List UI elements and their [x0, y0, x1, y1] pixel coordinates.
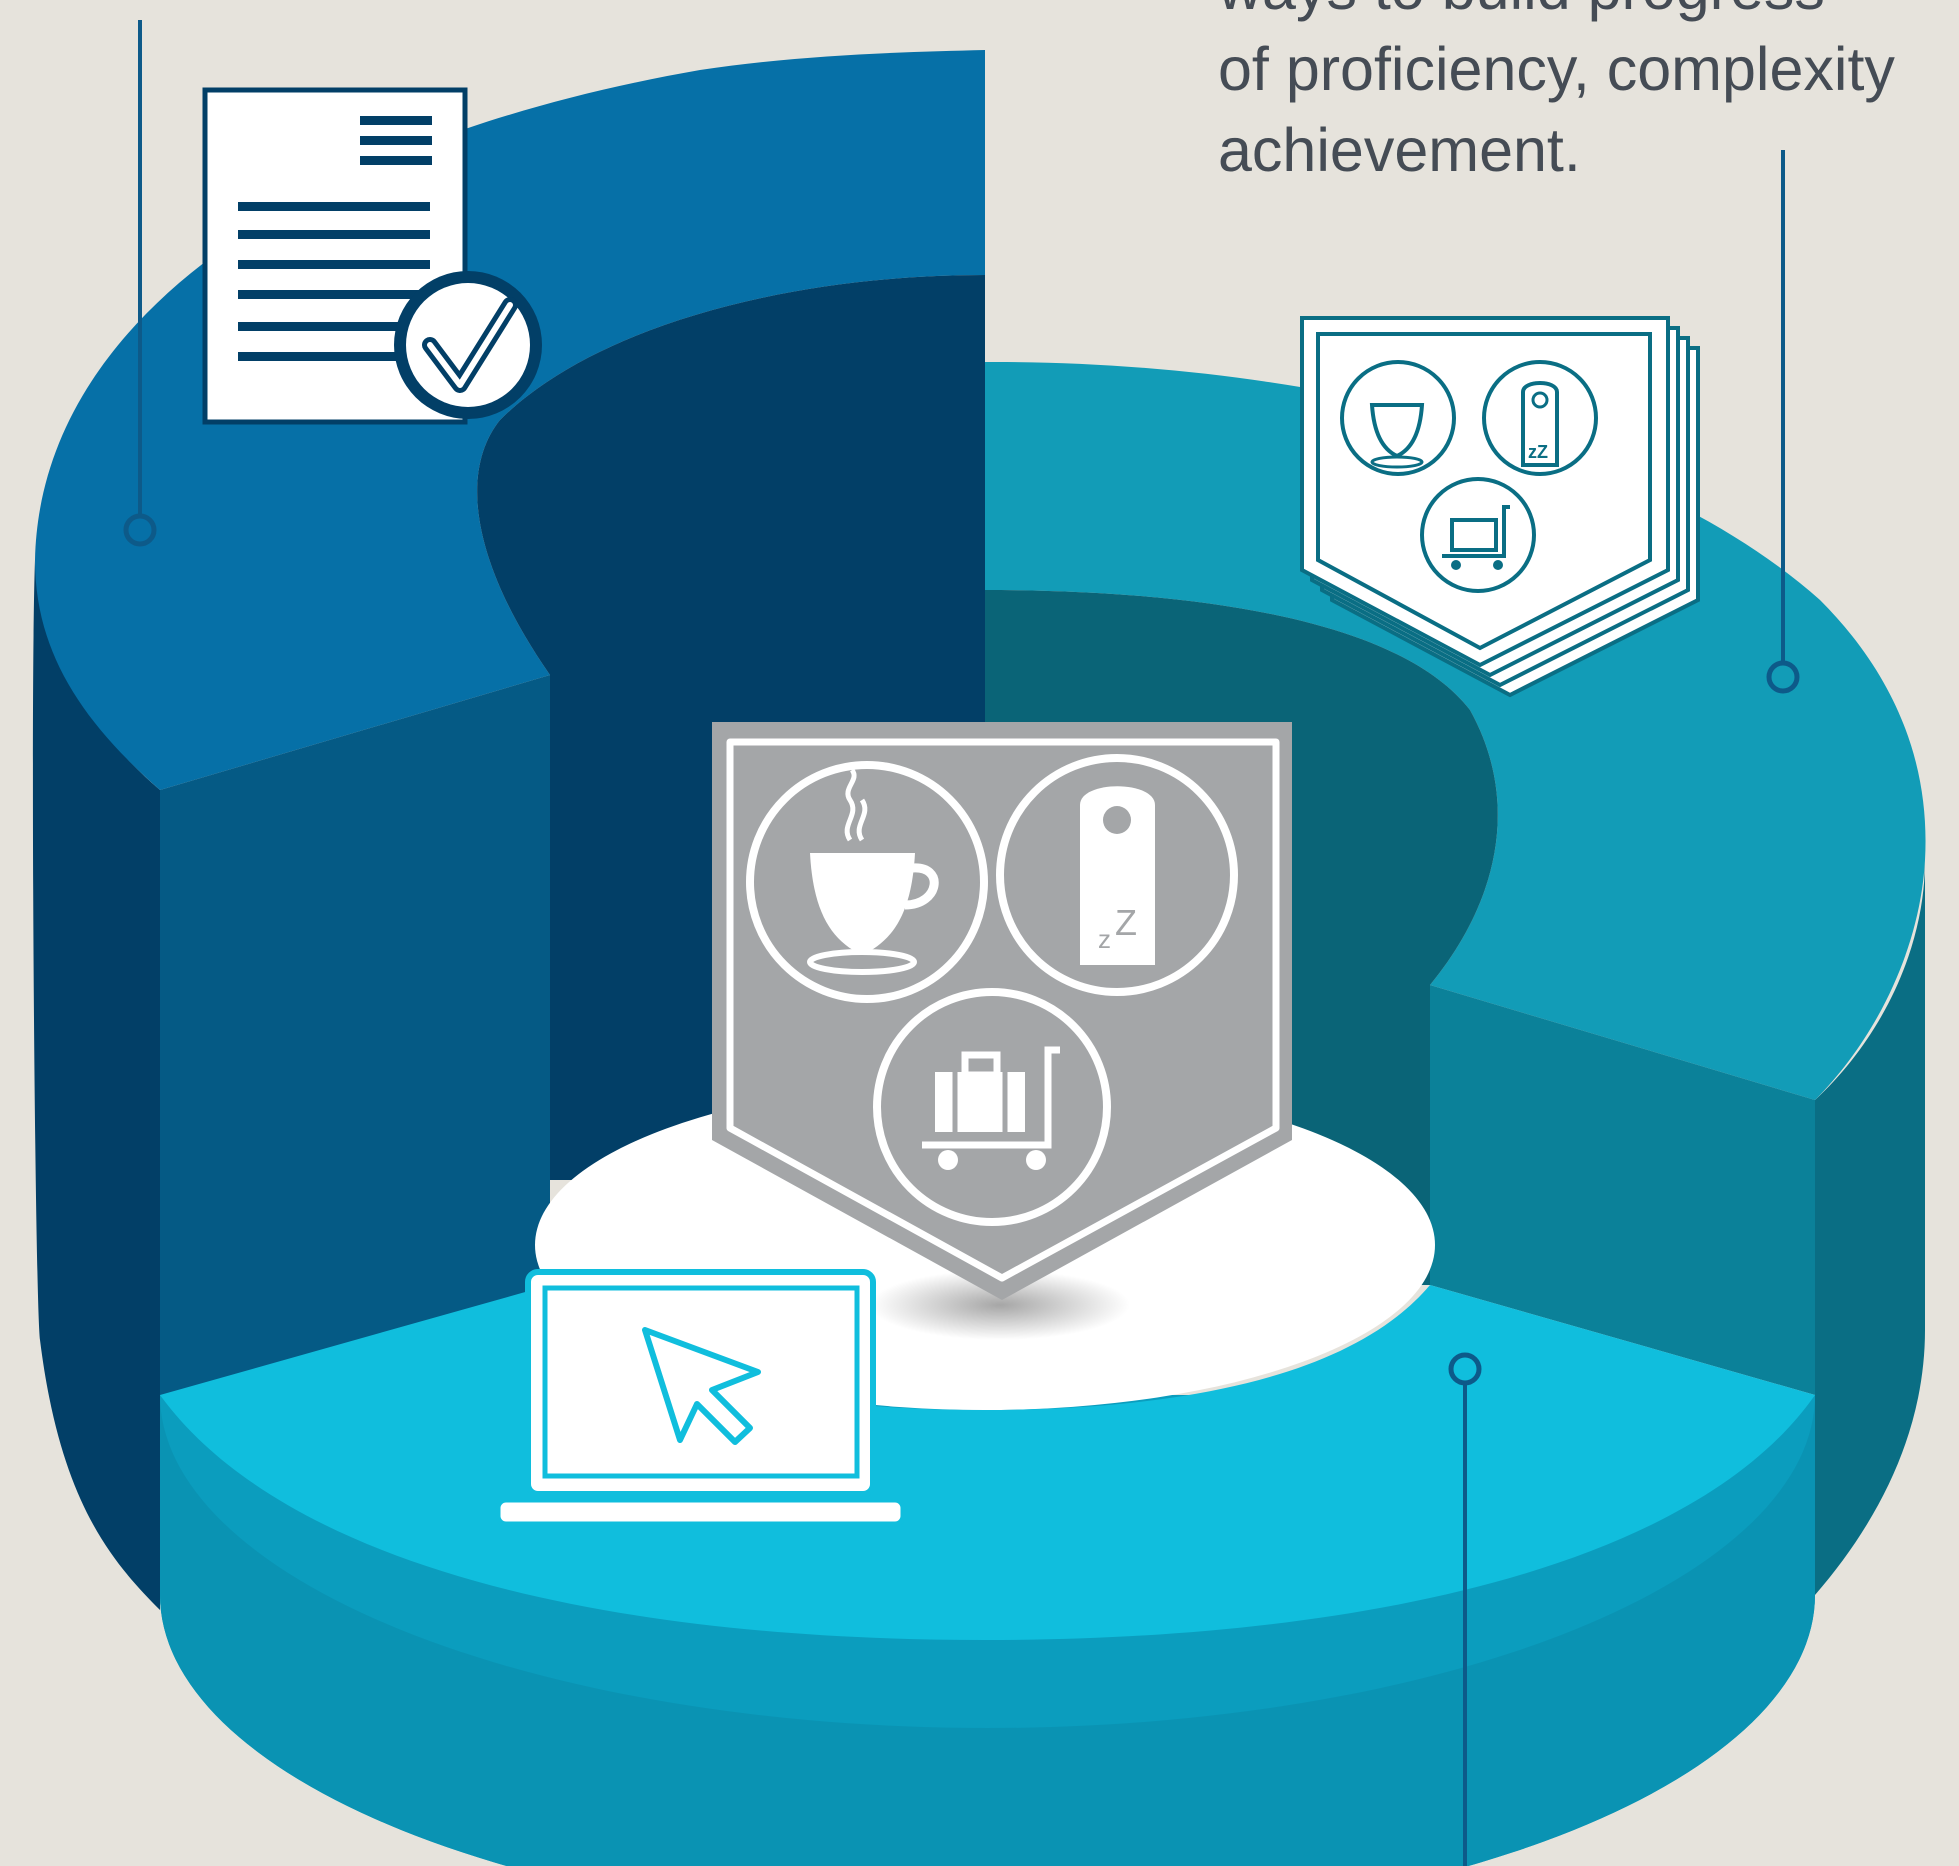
connector-dot-document	[123, 513, 157, 547]
caption-text: ways to build progress of proficiency, c…	[1218, 0, 1959, 191]
svg-text:Z: Z	[1115, 902, 1137, 943]
connector-dot-online	[1448, 1352, 1482, 1386]
svg-text:z: z	[1098, 924, 1111, 954]
segment-document	[32, 50, 985, 1610]
badge-shadow	[870, 1270, 1130, 1340]
badge-stack-icon: zZ	[1300, 316, 1700, 698]
luggage-cart-icon	[873, 988, 1111, 1226]
connector-dot-badges	[1766, 660, 1800, 694]
segment-badges-wall	[1815, 860, 1925, 1595]
connectors	[123, 20, 1800, 1866]
caption-line-2: of proficiency, complexity	[1218, 35, 1895, 103]
segment-document-wall	[32, 560, 160, 1610]
laptop-cursor-icon	[495, 1269, 906, 1527]
document-checkmark-icon	[202, 87, 542, 425]
svg-text:zZ: zZ	[1528, 442, 1548, 462]
coffee-cup-icon	[746, 761, 988, 1003]
hospitality-badge-icon: z Z	[712, 722, 1292, 1300]
caption-line-3: achievement.	[1218, 116, 1581, 184]
do-not-disturb-hanger-icon: z Z	[996, 754, 1238, 996]
caption-line-1: ways to build progress	[1218, 0, 1959, 29]
